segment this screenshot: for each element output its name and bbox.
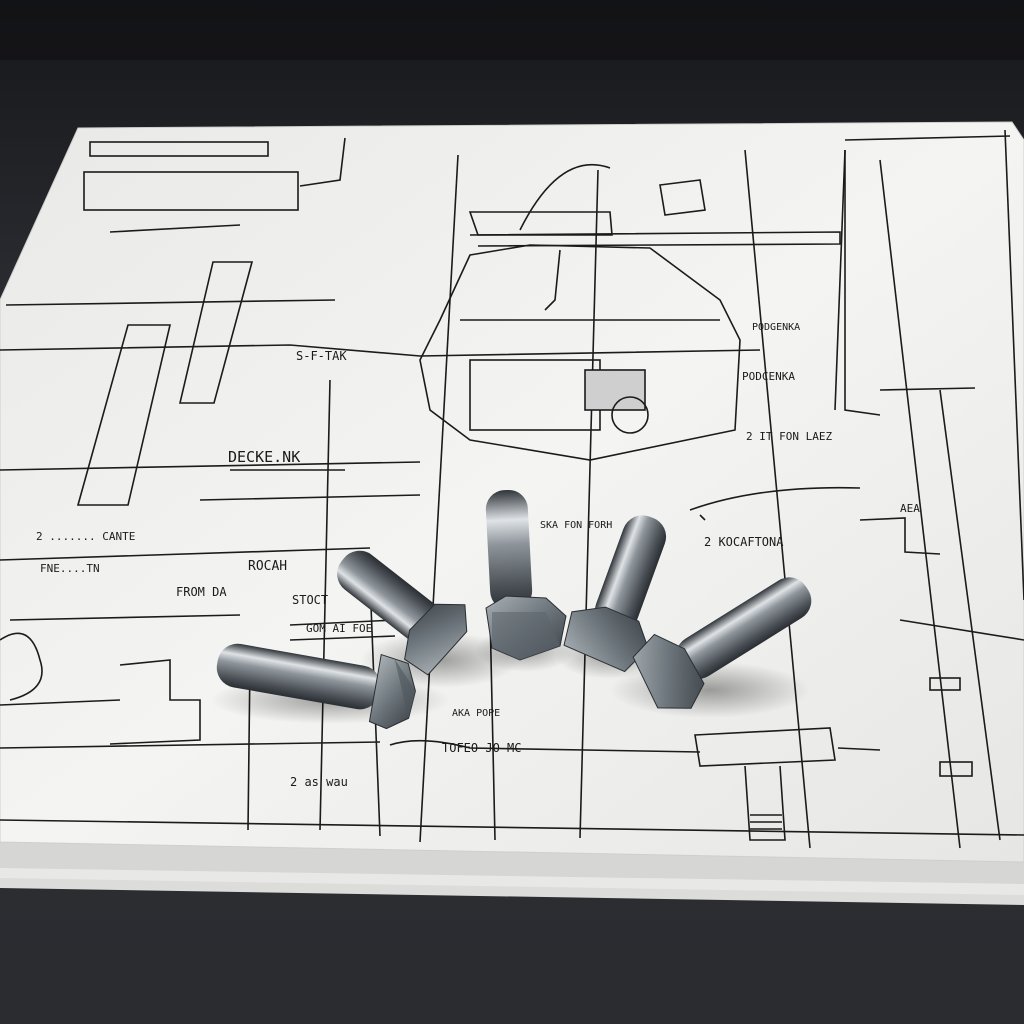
bolt-2 — [337, 550, 468, 676]
label-kocaf: 2 KOCAFTONA — [704, 535, 784, 549]
bolt-1 — [216, 643, 416, 730]
label-stoct: STOCT — [292, 593, 328, 607]
bolt-4 — [563, 515, 667, 673]
label-ska: SKA FON FORH — [540, 520, 612, 531]
label-rocah: ROCAH — [248, 559, 287, 574]
label-podcenka: PODCENKA — [742, 370, 795, 383]
label-note-left: 2 ....... CANTE — [36, 530, 135, 543]
label-gom: GOM AI FOE — [306, 622, 372, 635]
label-note-left2: FNE....TN — [40, 562, 100, 575]
label-aka: AKA POPE — [452, 708, 500, 719]
label-tof: TOFEO JO MC — [442, 741, 521, 755]
paper-stack — [0, 842, 1024, 905]
label-sftak: S-F-TAK — [296, 349, 347, 363]
top-vignette — [0, 0, 1024, 60]
technical-drawing-lines — [0, 129, 1024, 849]
drawing-annotations: DECKE.NK 2 ....... CANTE FNE....TN ROCAH… — [36, 322, 920, 789]
label-aea: AEA — [900, 502, 920, 515]
bolt-5 — [632, 577, 812, 709]
bolt-3 — [485, 489, 567, 661]
label-note-mid: 2 IT FON LAEZ — [746, 430, 832, 443]
label-fromda: FROM DA — [176, 585, 227, 599]
label-note-bottom: 2 as wau — [290, 775, 348, 789]
label-deck: DECKE.NK — [228, 448, 300, 466]
label-note-right-top: PODGENKA — [752, 322, 800, 333]
